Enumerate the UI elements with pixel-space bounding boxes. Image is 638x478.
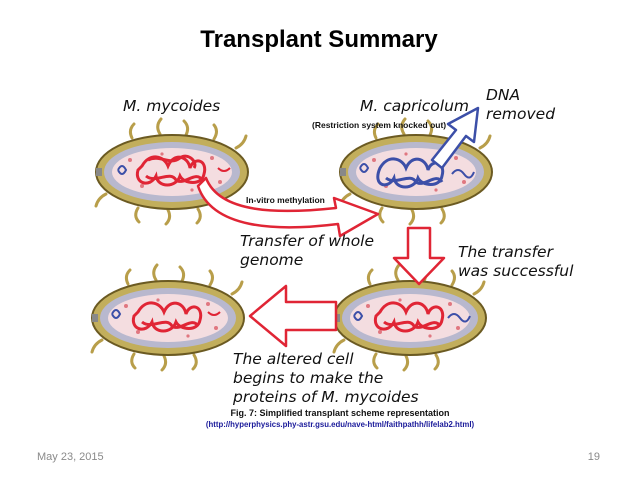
label-success-2: was successful <box>458 262 574 280</box>
label-methylation: In-vitro methylation <box>246 195 325 205</box>
label-transfer-2: genome <box>240 251 304 269</box>
down-arrow <box>392 226 446 286</box>
slide-title: Transplant Summary <box>200 26 438 53</box>
label-transfer-1: Transfer of whole <box>240 232 375 250</box>
label-success-1: The transfer <box>458 243 553 261</box>
cell-capricolum-top-right <box>338 117 494 226</box>
cell-mycoides-top-left <box>94 117 250 226</box>
label-capricolum: M. capricolum <box>360 97 469 115</box>
label-dna: DNA <box>486 86 521 104</box>
left-arrow <box>248 284 338 348</box>
label-altered-2: begins to make the <box>233 369 384 387</box>
caption-source-link[interactable]: (http://hyperphysics.phy-astr.gsu.edu/na… <box>205 420 475 429</box>
label-mycoides: M. mycoides <box>123 97 221 115</box>
restriction-note: (Restriction system knocked out) <box>312 120 447 130</box>
caption-text: Fig. 7: Simplified transplant scheme rep… <box>230 408 450 418</box>
cell-transplanted-bottom-right <box>332 263 488 372</box>
cell-altered-bottom-left <box>90 263 246 372</box>
label-altered-3: proteins of M. mycoides <box>233 388 419 406</box>
slide-date: May 23, 2015 <box>37 451 104 463</box>
figure-caption: Fig. 7: Simplified transplant scheme rep… <box>120 408 560 429</box>
label-altered-1: The altered cell <box>233 350 354 368</box>
slide-page-number: 19 <box>587 451 600 463</box>
transfer-genome-arrow <box>196 176 380 238</box>
red-genome <box>373 301 445 333</box>
blue-genome <box>376 157 445 189</box>
red-genome <box>135 154 207 187</box>
label-removed: removed <box>486 105 556 123</box>
dna-removed-arrow <box>430 106 480 170</box>
red-genome <box>131 301 203 333</box>
